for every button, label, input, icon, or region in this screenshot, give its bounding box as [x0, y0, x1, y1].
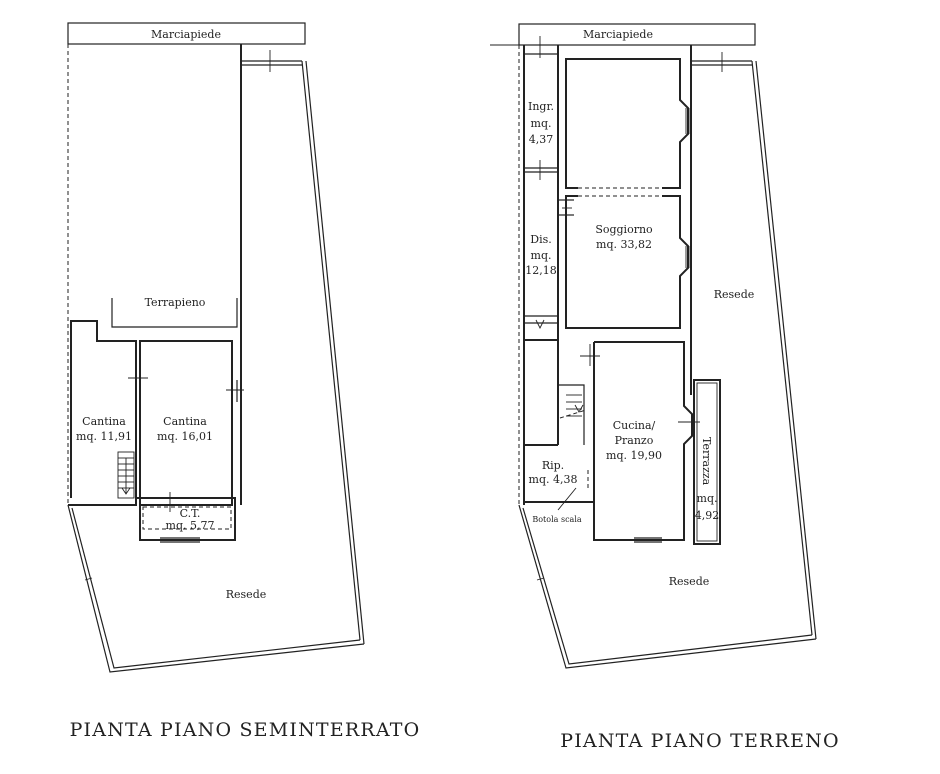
cantina-b-name: Cantina: [163, 415, 207, 428]
ripostiglio-area: mq. 4,38: [529, 473, 578, 486]
stair-ripostiglio: [524, 384, 594, 503]
plan-title-terreno: PIANTA PIANO TERRENO: [560, 730, 840, 752]
botola-leader: [557, 487, 577, 511]
ct-area: mq. 5,77: [166, 519, 215, 532]
plan-title-seminterrato: PIANTA PIANO SEMINTERRATO: [70, 719, 421, 741]
ripostiglio-name: Rip.: [542, 459, 564, 472]
cucina-line1: Cucina/: [613, 419, 656, 432]
ct-name: C.T.: [180, 507, 201, 520]
resede-bottom-label: Resede: [669, 575, 710, 588]
sidewalk-label: Marciapiede: [151, 28, 221, 41]
disimpegno-name: Dis.: [530, 233, 551, 246]
terrazza-room: [693, 379, 721, 545]
plan-seminterrato: Marciapiede Terrapieno Cantina mq. 11,91: [67, 22, 421, 741]
building-outline: [523, 36, 752, 505]
ct-room: [68, 492, 236, 543]
cucina-area: mq. 19,90: [606, 449, 662, 462]
resede-label: Resede: [226, 588, 267, 601]
cantina-b-area: mq. 16,01: [157, 430, 213, 443]
soggiorno-area: mq. 33,82: [596, 238, 652, 251]
resede-side-label: Resede: [714, 288, 755, 301]
right-boundary: [301, 60, 365, 645]
soggiorno-room: [558, 195, 691, 329]
sidewalk-strip: [67, 22, 306, 45]
cantina-16-01-room: [139, 340, 244, 499]
cucina-room: [580, 341, 700, 543]
cantina-a-name: Cantina: [82, 415, 126, 428]
right-boundary: [751, 60, 817, 640]
terrapieno-bracket: [111, 298, 238, 328]
sidewalk-label: Marciapiede: [583, 28, 653, 41]
terrazza-value: 4,92: [695, 509, 720, 522]
stair-down: [117, 451, 135, 499]
upper-room: [565, 58, 691, 189]
terrapieno-wall: [240, 44, 302, 505]
ingresso-unit: mq.: [531, 117, 552, 130]
ingresso-value: 4,37: [529, 133, 554, 146]
ingresso-name: Ingr.: [528, 100, 554, 113]
disimpegno-unit: mq.: [531, 249, 552, 262]
terrazza-unit: mq.: [697, 492, 718, 505]
terrazza-name: Terrazza: [700, 437, 713, 486]
cucina-line2: Pranzo: [615, 434, 654, 447]
cantina-a-area: mq. 11,91: [76, 430, 132, 443]
plan-terreno: Marciapiede Ingr.: [490, 23, 840, 752]
sidewalk-strip: [490, 23, 756, 46]
cantina-11-91-room: [70, 320, 148, 498]
resede-yard: [518, 504, 817, 669]
corridor-column: [524, 45, 559, 445]
soggiorno-name: Soggiorno: [595, 223, 653, 236]
botola-label: Botola scala: [532, 515, 582, 524]
resede-yard: [67, 504, 365, 673]
terrapieno-label: Terrapieno: [145, 296, 206, 309]
disimpegno-value: 12,18: [525, 264, 557, 277]
